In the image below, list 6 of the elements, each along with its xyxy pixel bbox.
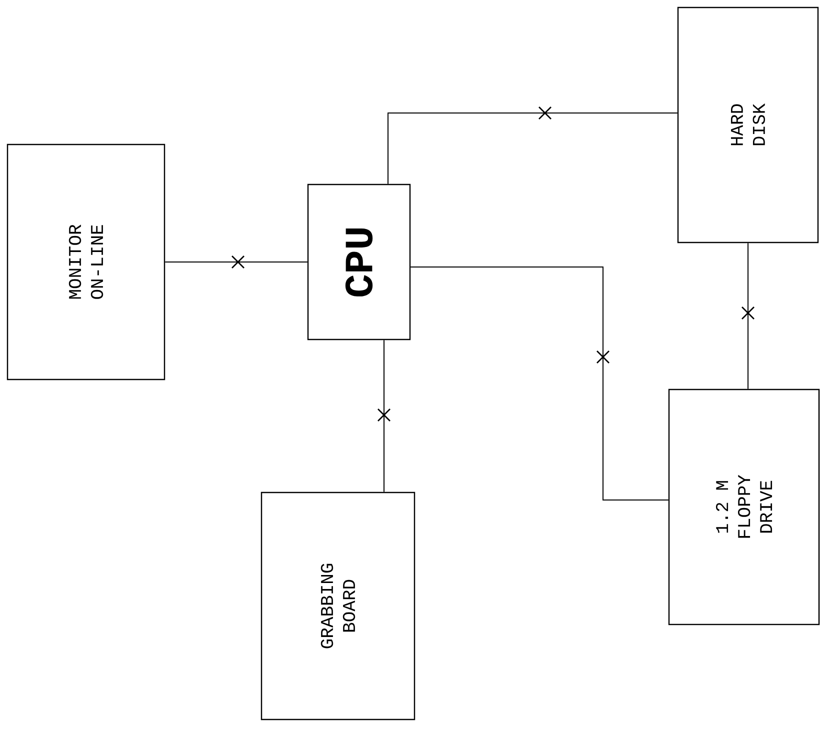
monitor-box: MONITOR ON-LINE xyxy=(6,144,166,380)
drive-box: 1.2 M FLOPPY DRIVE xyxy=(668,388,820,626)
connector-line xyxy=(388,112,678,184)
connector-line xyxy=(410,266,669,500)
cpu-box: CPU xyxy=(307,184,411,340)
board-box: GRABBING BOARD xyxy=(260,492,416,720)
